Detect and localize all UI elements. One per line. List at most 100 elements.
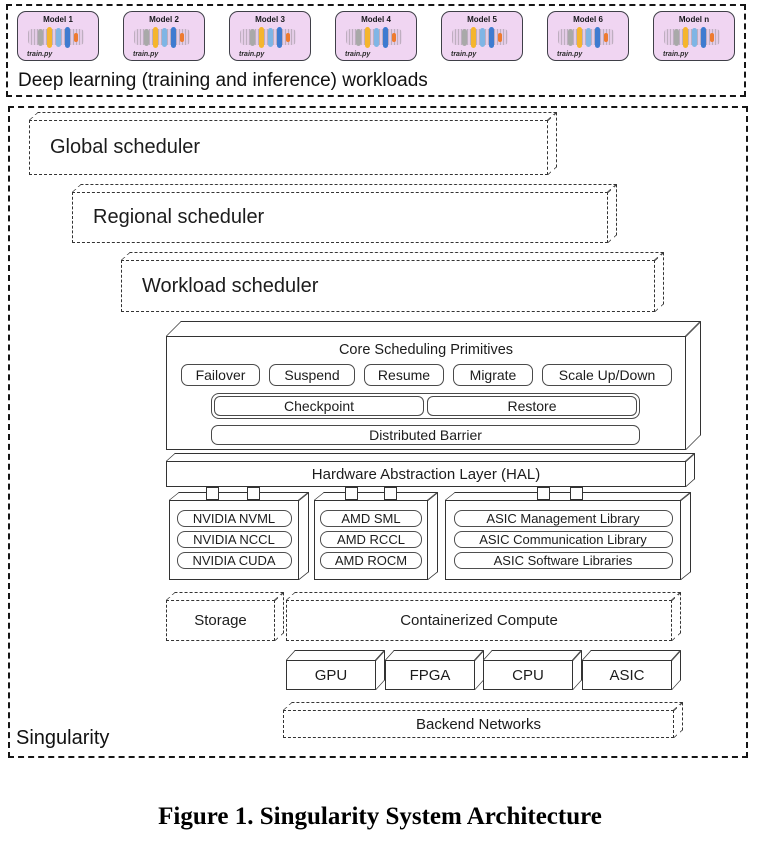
asic-hw-label: ASIC: [609, 666, 645, 684]
box-top-face: [445, 492, 691, 500]
asic-library-group: ASIC Management Library ASIC Communicati…: [445, 491, 691, 580]
model-card-4: Model 4 train.py: [335, 11, 417, 61]
cpu-label: CPU: [512, 666, 544, 684]
neural-network-icon: [450, 25, 514, 49]
neural-network-icon: [662, 25, 726, 49]
nvidia-nvml-pill: NVIDIA NVML: [176, 510, 292, 527]
core-primitives-title: Core Scheduling Primitives: [338, 342, 514, 358]
box-front-face: GPU: [286, 660, 376, 690]
model-script-label: train.py: [133, 51, 159, 58]
containerized-compute-label: Containerized Compute: [400, 612, 558, 629]
box-front-face: Core Scheduling Primitives Failover Susp…: [166, 336, 686, 450]
storage-box: Storage: [166, 592, 285, 641]
model-title: Model 3: [255, 15, 285, 24]
checkpoint-restore-group: Checkpoint Restore: [211, 393, 640, 419]
model-title: Model 6: [573, 15, 603, 24]
fpga-label: FPGA: [409, 666, 451, 684]
box-top-face: [582, 650, 682, 660]
box-front-face: Regional scheduler: [72, 192, 608, 243]
amd-library-group: AMD SML AMD RCCL AMD ROCM: [314, 491, 438, 580]
model-script-label: train.py: [451, 51, 477, 58]
model-card-6: Model 6 train.py: [547, 11, 629, 61]
box-top-face: [286, 650, 386, 660]
box-side-face: [275, 592, 284, 641]
suspend-pill: Suspend: [269, 364, 355, 386]
asic-communication-pill: ASIC Communication Library: [453, 531, 673, 548]
singularity-label: Singularity: [16, 727, 110, 749]
neural-network-icon: [132, 25, 196, 49]
model-title: Model 4: [361, 15, 391, 24]
nvidia-library-group: NVIDIA NVML NVIDIA NCCL NVIDIA CUDA: [169, 491, 309, 580]
box-front-face: FPGA: [385, 660, 475, 690]
box-side-face: [299, 491, 309, 580]
hal-connector-pin: [384, 487, 397, 500]
box-side-face: [428, 491, 438, 580]
restore-pill: Restore: [427, 396, 637, 416]
neural-network-icon: [344, 25, 408, 49]
box-side-face: [608, 184, 617, 243]
box-front-face: Global scheduler: [29, 120, 548, 175]
model-title: Model 1: [43, 15, 73, 24]
regional-scheduler-box: Regional scheduler: [72, 184, 618, 243]
nvidia-cuda-pill: NVIDIA CUDA: [176, 552, 292, 569]
neural-network-icon: [238, 25, 302, 49]
model-card-n: Model n train.py: [653, 11, 735, 61]
models-row: Model 1 train.py Model 2 train.py Model …: [6, 11, 746, 61]
asic-hw-box: ASIC: [582, 650, 682, 690]
box-front-face: Backend Networks: [283, 710, 674, 738]
box-side-face: [681, 491, 691, 580]
amd-sml-pill: AMD SML: [320, 510, 422, 527]
workload-scheduler-label: Workload scheduler: [142, 274, 319, 297]
neural-network-icon: [556, 25, 620, 49]
box-top-face: [286, 592, 682, 600]
nvidia-nccl-pill: NVIDIA NCCL: [176, 531, 292, 548]
box-top-face: [283, 702, 684, 710]
hal-connector-pin: [247, 487, 260, 500]
model-card-3: Model 3 train.py: [229, 11, 311, 61]
scale-up-down-pill: Scale Up/Down: [542, 364, 672, 386]
box-top-face: [166, 592, 285, 600]
distributed-barrier-pill: Distributed Barrier: [211, 425, 640, 445]
amd-rocm-pill: AMD ROCM: [320, 552, 422, 569]
core-scheduling-primitives-box: Core Scheduling Primitives Failover Susp…: [166, 321, 701, 450]
box-front-face: ASIC: [582, 660, 672, 690]
box-side-face: [548, 112, 557, 175]
box-top-face: [385, 650, 485, 660]
hal-connector-pin: [345, 487, 358, 500]
box-front-face: AMD SML AMD RCCL AMD ROCM: [314, 500, 428, 580]
box-top-face: [169, 492, 309, 500]
box-side-face: [672, 592, 681, 641]
hal-connector-pin: [537, 487, 550, 500]
box-top-face: [29, 112, 558, 120]
box-top-face: [72, 184, 618, 192]
asic-management-pill: ASIC Management Library: [453, 510, 673, 527]
model-script-label: train.py: [239, 51, 265, 58]
workloads-caption: Deep learning (training and inference) w…: [18, 70, 428, 91]
asic-software-pill: ASIC Software Libraries: [453, 552, 673, 569]
global-scheduler-label: Global scheduler: [50, 136, 201, 158]
box-front-face: CPU: [483, 660, 573, 690]
model-title: Model n: [678, 15, 710, 24]
box-front-face: Workload scheduler: [121, 260, 655, 312]
box-front-face: NVIDIA NVML NVIDIA NCCL NVIDIA CUDA: [169, 500, 299, 580]
cpu-box: CPU: [483, 650, 583, 690]
global-scheduler-box: Global scheduler: [29, 112, 558, 175]
hal-box: Hardware Abstraction Layer (HAL): [166, 453, 696, 487]
core-primitives-row: Failover Suspend Resume Migrate Scale Up…: [181, 364, 672, 386]
box-top-face: [314, 492, 438, 500]
model-script-label: train.py: [345, 51, 371, 58]
box-top-face: [121, 252, 665, 260]
fpga-box: FPGA: [385, 650, 485, 690]
model-script-label: train.py: [27, 51, 53, 58]
box-top-face: [166, 453, 696, 461]
box-front-face: Containerized Compute: [286, 600, 672, 641]
hal-label: Hardware Abstraction Layer (HAL): [311, 465, 541, 483]
checkpoint-pill: Checkpoint: [214, 396, 424, 416]
hal-connector-pin: [570, 487, 583, 500]
model-title: Model 2: [149, 15, 179, 24]
resume-pill: Resume: [364, 364, 444, 386]
storage-label: Storage: [194, 612, 247, 629]
box-front-face: Storage: [166, 600, 275, 641]
model-script-label: train.py: [557, 51, 583, 58]
